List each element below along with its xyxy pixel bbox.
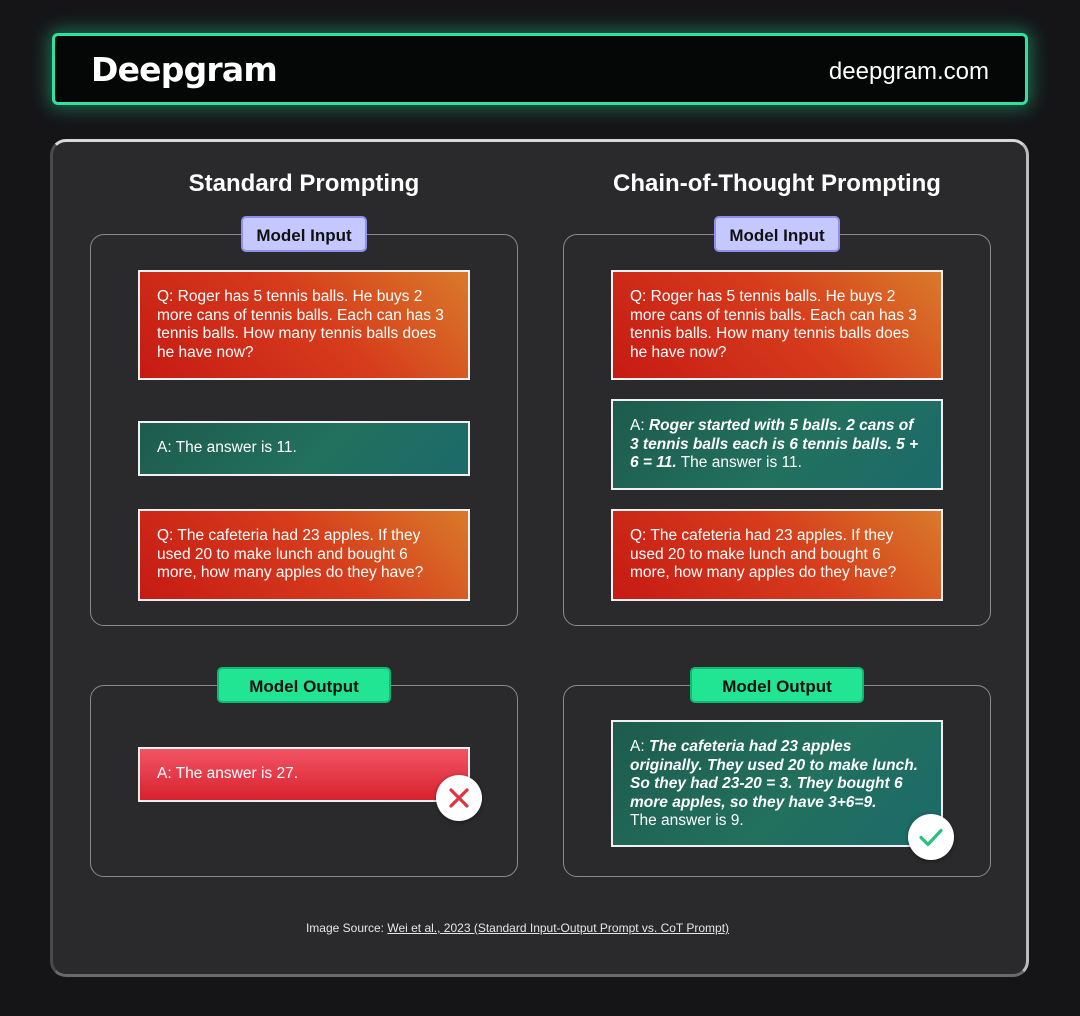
- cot-output-answer: A: The cafeteria had 23 apples originall…: [611, 720, 943, 847]
- check-icon: [908, 814, 954, 860]
- standard-answer-1: A: The answer is 11.: [138, 421, 470, 476]
- standard-question-2: Q: The cafeteria had 23 apples. If they …: [138, 509, 470, 601]
- cot-question-2: Q: The cafeteria had 23 apples. If they …: [611, 509, 943, 601]
- cross-icon: [436, 775, 482, 821]
- cot-answer-1-prefix: A:: [630, 417, 649, 434]
- header-bar: Deepgram deepgram.com: [52, 33, 1028, 105]
- source-link[interactable]: Wei et al., 2023 (Standard Input-Output …: [387, 921, 730, 935]
- image-source-caption: Image Source: Wei et al., 2023 (Standard…: [0, 921, 1035, 935]
- standard-title: Standard Prompting: [188, 170, 420, 197]
- cot-input-label: Model Input: [714, 216, 840, 252]
- cot-output-label: Model Output: [690, 667, 864, 703]
- cot-output-prefix: A:: [630, 738, 649, 755]
- standard-input-label: Model Input: [241, 216, 367, 252]
- cot-answer-1-reasoning: Roger started with 5 balls. 2 cans of 3 …: [630, 417, 919, 471]
- cot-question-1: Q: Roger has 5 tennis balls. He buys 2 m…: [611, 270, 943, 380]
- source-prefix: Image Source:: [305, 921, 388, 935]
- cot-title: Chain-of-Thought Prompting: [613, 170, 941, 197]
- standard-output-answer: A: The answer is 27.: [138, 747, 470, 802]
- cot-output-final: The answer is 9.: [630, 812, 744, 829]
- cot-output-reasoning: The cafeteria had 23 apples originally. …: [630, 738, 918, 811]
- site-url[interactable]: deepgram.com: [828, 58, 989, 85]
- standard-question-1: Q: Roger has 5 tennis balls. He buys 2 m…: [138, 270, 470, 380]
- cot-answer-1-answer: The answer is 11.: [676, 454, 802, 471]
- deepgram-logo: Deepgram: [91, 50, 278, 89]
- standard-output-label: Model Output: [217, 667, 391, 703]
- cot-answer-1: A: Roger started with 5 balls. 2 cans of…: [611, 399, 943, 490]
